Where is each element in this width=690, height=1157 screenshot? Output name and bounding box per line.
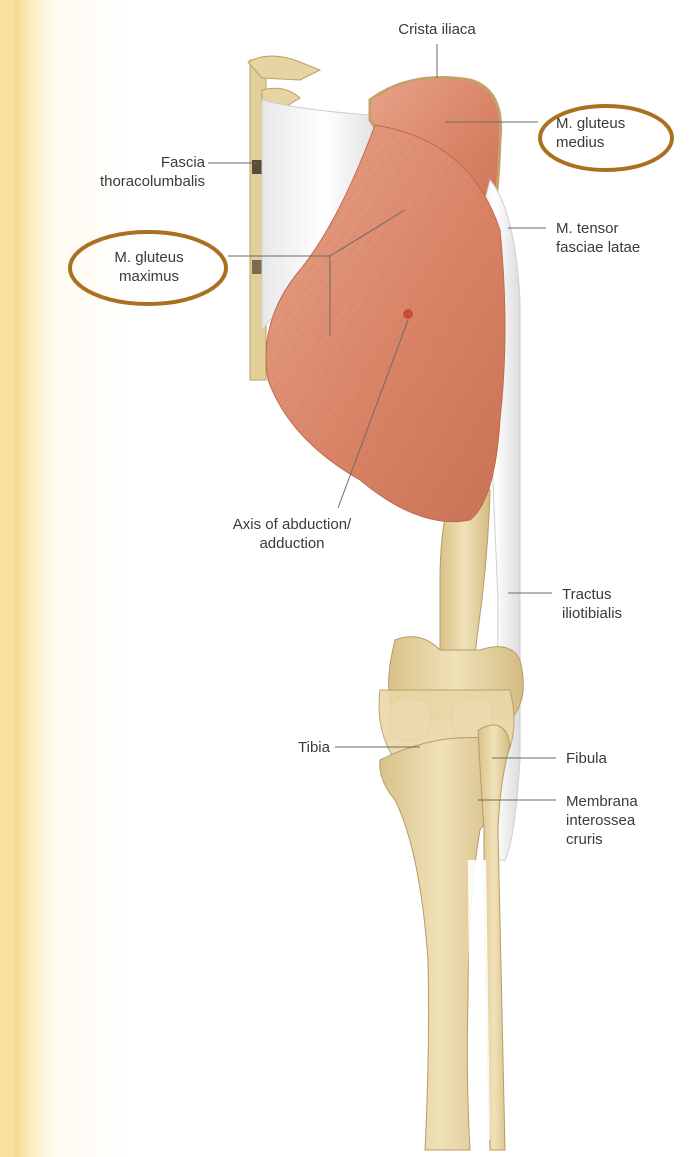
label-gluteus-maximus-line1: M. gluteus [84, 248, 214, 267]
label-membrana-line1: Membrana [566, 792, 638, 811]
label-axis-line2: adduction [212, 534, 372, 553]
label-axis: Axis of abduction/ adduction [212, 515, 372, 553]
label-crista-iliaca: Crista iliaca [372, 20, 502, 39]
label-membrana-line2: interossea [566, 811, 638, 830]
label-gluteus-medius: M. gluteus medius [556, 114, 625, 152]
label-axis-line1: Axis of abduction/ [212, 515, 372, 534]
label-fibula: Fibula [566, 749, 607, 768]
label-gluteus-maximus-line2: maximus [84, 267, 214, 286]
label-gluteus-medius-line2: medius [556, 133, 625, 152]
label-tensor-line1: M. tensor [556, 219, 640, 238]
label-tensor-line2: fasciae latae [556, 238, 640, 257]
label-tractus-iliotibialis: Tractus iliotibialis [562, 585, 622, 623]
label-tractus-line1: Tractus [562, 585, 622, 604]
label-tibia: Tibia [250, 738, 330, 757]
label-gluteus-maximus: M. gluteus maximus [84, 248, 214, 286]
label-membrana-interossea: Membrana interossea cruris [566, 792, 638, 849]
label-tensor-fasciae-latae: M. tensor fasciae latae [556, 219, 640, 257]
label-tractus-line2: iliotibialis [562, 604, 622, 623]
label-fascia-line2: thoracolumbalis [40, 172, 205, 191]
label-gluteus-medius-line1: M. gluteus [556, 114, 625, 133]
label-membrana-line3: cruris [566, 830, 638, 849]
label-fascia-line1: Fascia [40, 153, 205, 172]
axis-point-marker [403, 309, 413, 319]
label-fascia-thoracolumbalis: Fascia thoracolumbalis [40, 153, 205, 191]
